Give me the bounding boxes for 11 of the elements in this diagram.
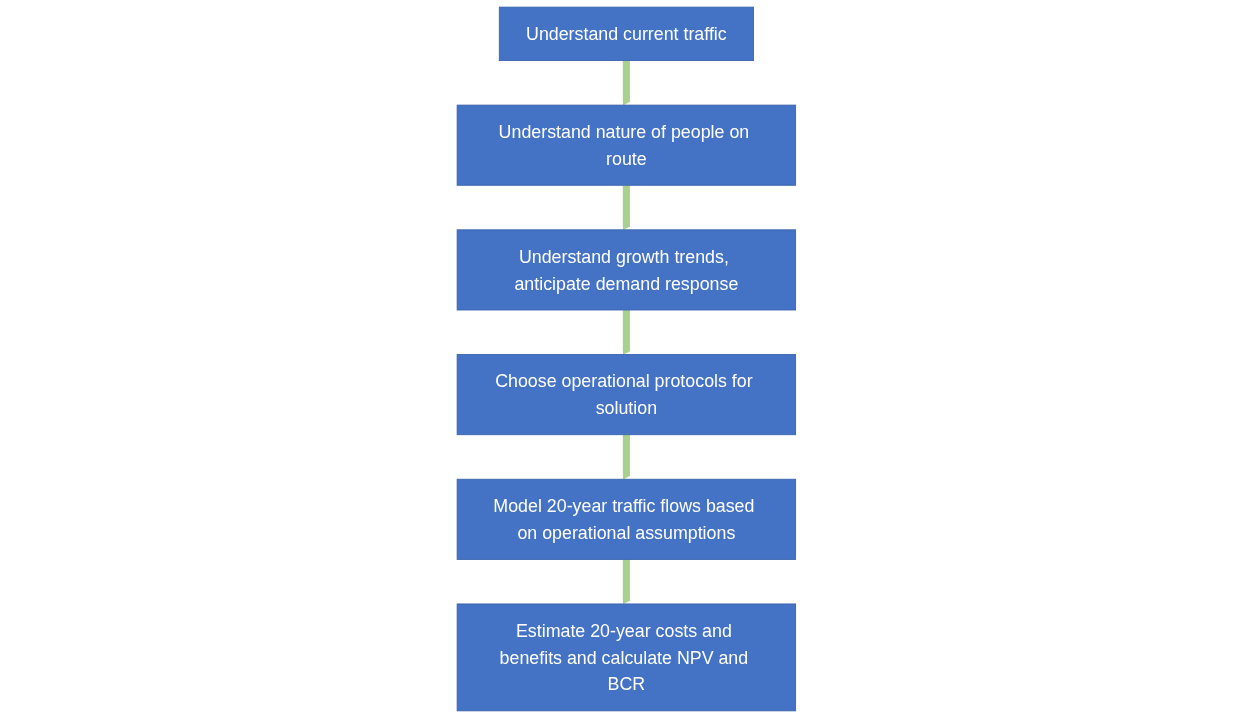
- node-box: Choose operational protocols for solution: [456, 354, 797, 436]
- arrow: [622, 60, 631, 106]
- node-box: Estimate 20-year costs and benefits and calculate NPV and BCR: [456, 603, 797, 712]
- arrow: [622, 559, 631, 605]
- node-box: Understand growth trends, anticipate demand response: [456, 229, 797, 311]
- node-box: Model 20-year traffic flows based on operational assumptions: [456, 478, 797, 560]
- arrow: [622, 310, 631, 355]
- node-box: Understand current traffic: [499, 6, 754, 62]
- node-box: Understand nature of people on route: [456, 104, 797, 186]
- arrow: [622, 434, 631, 480]
- arrow: [622, 185, 631, 231]
